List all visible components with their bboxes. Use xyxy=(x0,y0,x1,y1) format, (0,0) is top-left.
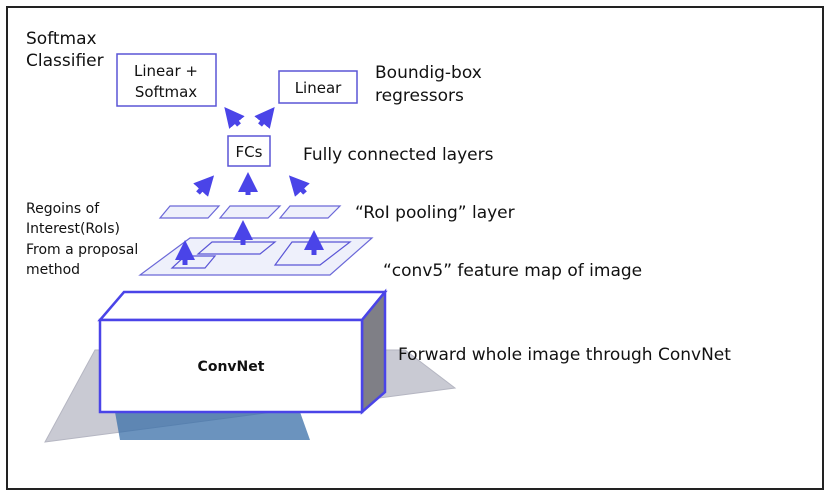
arrow-pool-fc-1 xyxy=(193,175,215,197)
arrow-pool-fc-3 xyxy=(288,175,310,197)
roi-pool-tile-3 xyxy=(278,205,342,219)
bbox-regressors-line-2: regressors xyxy=(375,86,464,106)
fully-connected-label: Fully connected layers xyxy=(303,145,494,165)
convnet-block xyxy=(97,288,388,415)
roi-pool-tile-1 xyxy=(158,205,221,219)
forward-label: Forward whole image through ConvNet xyxy=(398,345,731,365)
fcs-label: FCs xyxy=(236,143,263,161)
linear-label: Linear xyxy=(295,79,342,97)
rois-line-3: From a proposal xyxy=(26,242,138,258)
linear-box xyxy=(278,70,358,104)
roi-region-1 xyxy=(170,255,217,269)
linear-softmax-line-2: Softmax xyxy=(135,83,197,101)
conv5-feature-map xyxy=(138,237,374,276)
convnet-label: ConvNet xyxy=(198,359,265,375)
input-image-photo xyxy=(115,412,310,440)
roi-pooling-label: “RoI pooling” layer xyxy=(355,203,515,223)
arrow-fc-softmax xyxy=(224,107,245,129)
rois-line-2: Interest(RoIs) xyxy=(26,221,120,237)
conv5-label: “conv5” feature map of image xyxy=(383,261,642,281)
roi-region-2 xyxy=(196,241,277,255)
linear-softmax-line-1: Linear + xyxy=(134,62,198,80)
linear-softmax-box xyxy=(116,53,217,107)
softmax-classifier-line-2: Classifier xyxy=(26,51,104,71)
rois-line-4: method xyxy=(26,262,80,278)
roi-region-3 xyxy=(273,241,352,266)
roi-pool-tile-2 xyxy=(218,205,282,219)
arrow-fc-linear xyxy=(254,107,275,129)
softmax-classifier-line-1: Softmax xyxy=(26,29,97,49)
rois-line-1: Regoins of xyxy=(26,201,100,217)
bbox-regressors-line-1: Boundig-box xyxy=(375,63,482,83)
fcs-box xyxy=(227,135,271,167)
